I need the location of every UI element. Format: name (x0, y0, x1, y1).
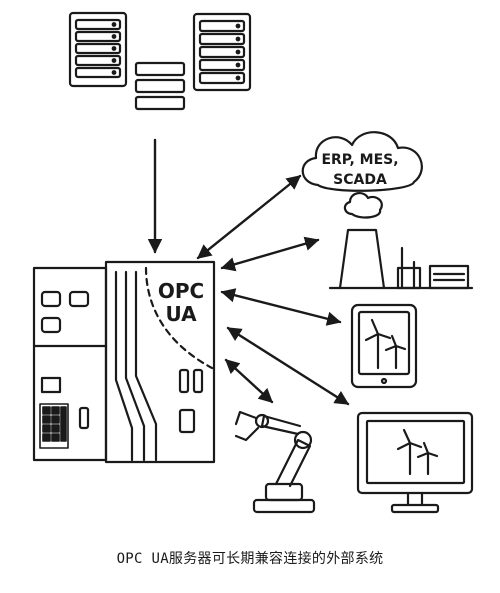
figure-caption: OPC UA服务器可长期兼容连接的外部系统 (116, 551, 384, 567)
cloud-label-line2: SCADA (333, 172, 387, 188)
wind-turbine-icon (396, 428, 439, 476)
monitor-icon (356, 411, 474, 514)
keypad-icon (39, 403, 69, 449)
opc-ua-server (104, 260, 216, 464)
tablet-icon (350, 303, 418, 389)
controller-label-line1: OPC (158, 279, 204, 303)
server-rack-icon (134, 61, 186, 111)
factory-icon (328, 192, 474, 290)
robot-arm-icon (234, 410, 316, 514)
wind-turbine-icon (364, 318, 407, 370)
cloud-label-line1: ERP, MES, (321, 152, 398, 168)
cloud-icon (301, 131, 423, 192)
server-rack-icon (68, 11, 128, 88)
server-rack-icon (192, 12, 252, 92)
controller-label-line2: UA (165, 302, 197, 326)
connection-arrows (147, 138, 350, 406)
